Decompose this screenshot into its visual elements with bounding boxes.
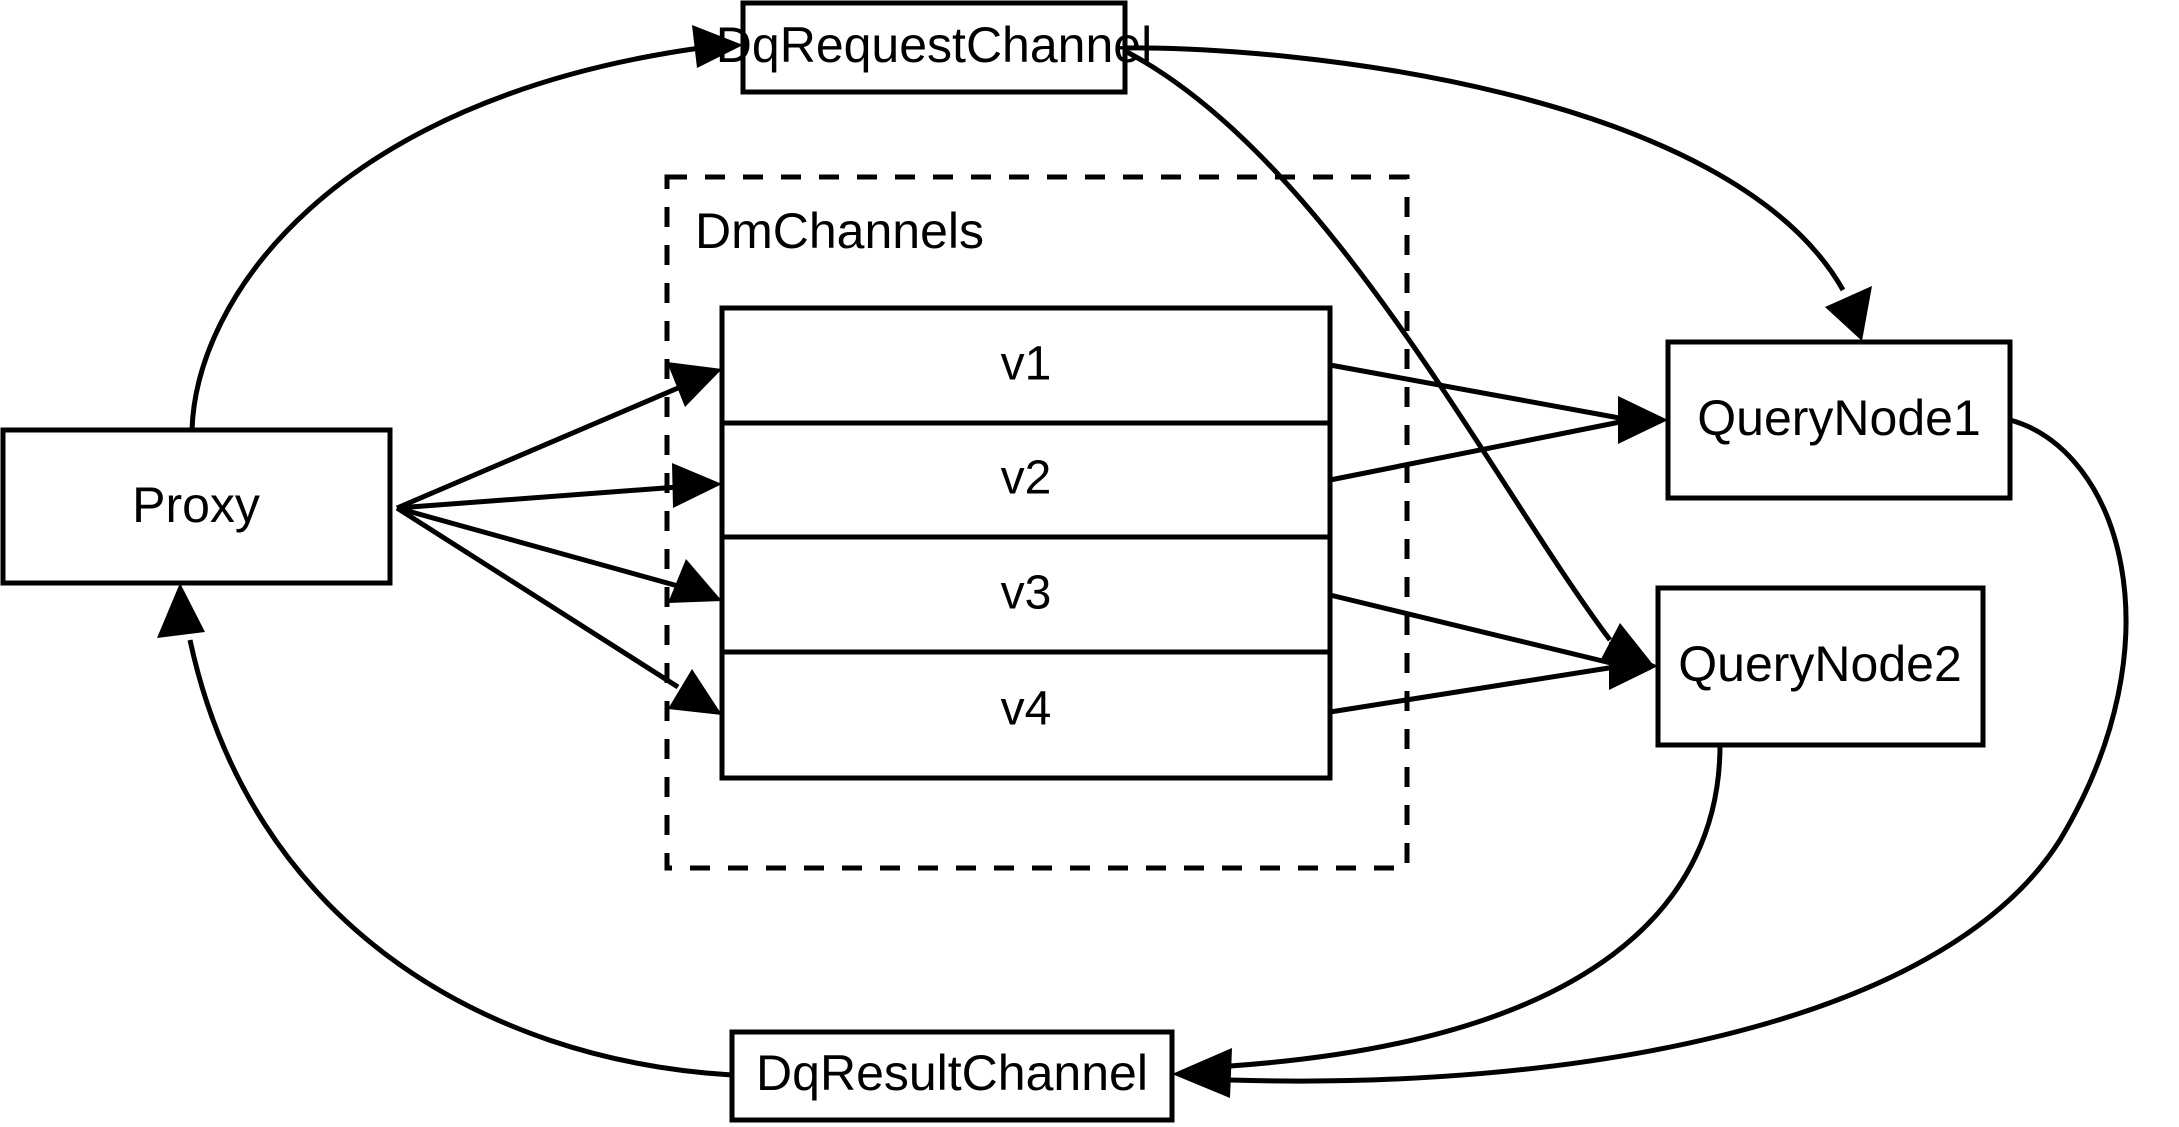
channel-label-v2: v2 (1001, 452, 1052, 505)
node-dq-request-channel[interactable]: DqRequestChannel (716, 0, 1152, 95)
edge-proxy-to-dq-request-channel (189, 25, 743, 431)
arrowhead-query-node-1-left-in (1618, 396, 1668, 444)
dm-channels-boundary (664, 174, 1410, 871)
arrowhead-dq-result-channel-in (1172, 1048, 1232, 1098)
channel-row-v4[interactable] (719, 649, 1333, 781)
edge-v3-to-query-node-2 (1329, 592, 1616, 667)
query-node-1-box[interactable] (1665, 339, 2013, 501)
channel-label-v1: v1 (1001, 338, 1052, 391)
arrowhead-dq-request-channel-in (692, 25, 743, 68)
edge-proxy-to-v2 (396, 463, 722, 511)
edge-dq-result-channel-to-proxy (157, 583, 733, 1078)
edge-proxy-to-v1 (396, 362, 722, 511)
edge-dq-request-channel-to-query-node-1 (1124, 45, 1872, 341)
dq-request-channel-box[interactable] (740, 0, 1128, 95)
query-node-2-box[interactable] (1655, 585, 1986, 748)
edge-v4-to-query-node-2 (1329, 642, 1658, 715)
node-proxy[interactable]: Proxy (0, 427, 393, 586)
arrowhead-query-node-2-left-in (1609, 642, 1658, 690)
edge-proxy-to-v3 (396, 505, 722, 603)
dm-channels-group: DmChannels (664, 174, 1410, 871)
edge-v2-to-query-node-1 (1329, 396, 1668, 483)
query-node-1-label: QueryNode1 (1697, 390, 1981, 446)
node-query-node-2[interactable]: QueryNode2 (1655, 585, 1986, 748)
query-node-2-label: QueryNode2 (1678, 636, 1962, 692)
arrowhead-v4-in (668, 669, 722, 715)
dq-request-channel-label: DqRequestChannel (716, 17, 1152, 73)
channel-row-v1[interactable] (719, 305, 1333, 426)
arrowhead-proxy-in (157, 583, 205, 638)
edge-query-node-1-to-dq-result-channel (1229, 417, 2129, 1084)
edge-query-node-2-to-dq-result-channel (1172, 744, 1723, 1098)
node-dq-result-channel[interactable]: DqResultChannel (729, 1029, 1175, 1123)
edge-proxy-to-v4 (395, 505, 722, 715)
channel-label-v3: v3 (1001, 567, 1052, 620)
edge-v1-to-query-node-1 (1329, 362, 1626, 422)
arrowhead-v3-in (668, 559, 722, 603)
node-query-node-1[interactable]: QueryNode1 (1665, 339, 2013, 501)
proxy-box[interactable] (0, 427, 393, 586)
channel-row-v3[interactable] (719, 534, 1333, 655)
dm-channel-table: v1 v2 v3 v4 (719, 305, 1333, 781)
arrowhead-v2-in (672, 463, 722, 508)
proxy-label: Proxy (132, 477, 260, 533)
dq-result-channel-box[interactable] (729, 1029, 1175, 1123)
arrowhead-query-node-1-top-in (1825, 286, 1872, 341)
dq-result-channel-label: DqResultChannel (756, 1045, 1148, 1101)
dm-channels-label: DmChannels (695, 203, 984, 259)
channel-label-v4: v4 (1001, 683, 1052, 736)
arrowhead-v1-in (667, 362, 722, 407)
